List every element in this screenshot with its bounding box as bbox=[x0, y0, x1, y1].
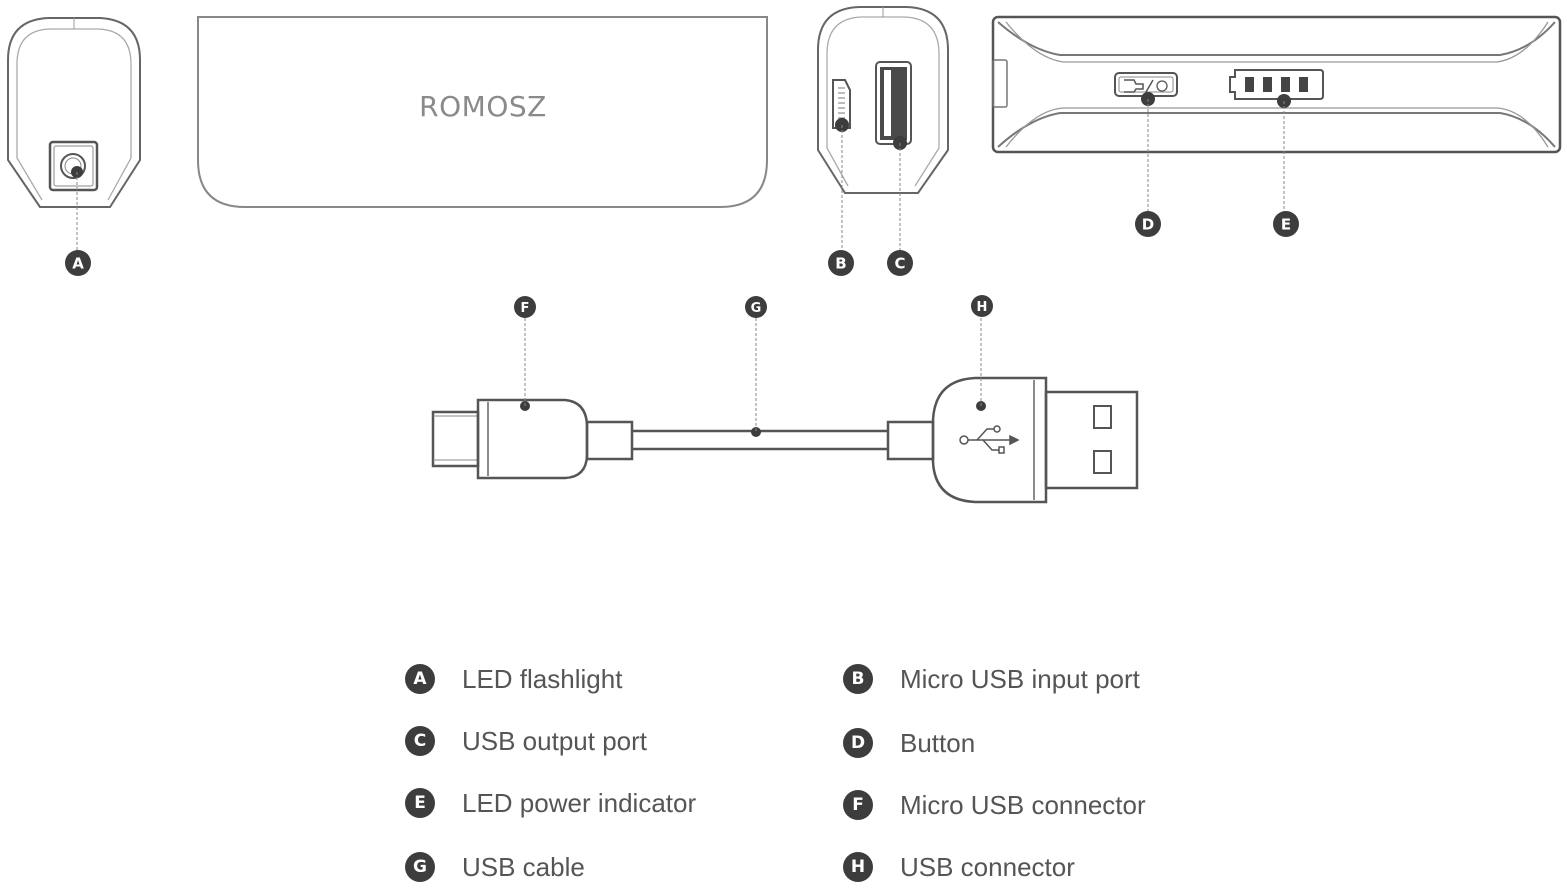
callout-g: G bbox=[745, 296, 767, 318]
callout-a: A bbox=[65, 250, 91, 276]
battery-bar bbox=[1299, 77, 1308, 92]
legend-item-e: E LED power indicator bbox=[405, 786, 696, 820]
legend-label: Button bbox=[900, 727, 976, 758]
legend-item-h: H USB connector bbox=[843, 850, 1075, 884]
svg-text:D: D bbox=[1142, 216, 1154, 234]
svg-text:B: B bbox=[835, 255, 846, 273]
legend-item-g: G USB cable bbox=[405, 850, 585, 884]
legend-badge: A bbox=[405, 664, 435, 694]
legend-badge: G bbox=[405, 852, 435, 882]
legend-label: Micro USB input port bbox=[900, 663, 1140, 694]
callout-h: H bbox=[971, 295, 993, 317]
usb-cable-view bbox=[431, 376, 1139, 504]
legend-badge: H bbox=[843, 852, 873, 882]
legend-item-f: F Micro USB connector bbox=[843, 788, 1146, 822]
legend-badge: F bbox=[843, 790, 873, 820]
callout-d: D bbox=[1135, 211, 1161, 237]
legend-item-c: C USB output port bbox=[405, 724, 647, 758]
front-panel-view bbox=[197, 16, 768, 208]
callout-c: C bbox=[887, 250, 913, 276]
svg-text:F: F bbox=[521, 301, 530, 316]
legend-item-d: D Button bbox=[843, 726, 975, 760]
svg-text:H: H bbox=[977, 300, 988, 315]
leader-lines bbox=[76, 99, 1285, 432]
callout-b: B bbox=[828, 250, 854, 276]
battery-bar bbox=[1281, 77, 1290, 92]
legend-label: USB output port bbox=[462, 725, 647, 756]
end-cap-ports-view bbox=[817, 6, 949, 194]
legend-label: USB connector bbox=[900, 851, 1075, 882]
svg-text:A: A bbox=[72, 255, 84, 273]
legend-label: LED flashlight bbox=[462, 663, 623, 694]
svg-text:C: C bbox=[894, 255, 905, 273]
svg-text:E: E bbox=[1281, 216, 1291, 234]
legend-label: USB cable bbox=[462, 851, 585, 882]
battery-indicator-icon bbox=[1229, 69, 1324, 108]
side-panel-view bbox=[991, 15, 1562, 154]
svg-text:G: G bbox=[751, 301, 762, 316]
flashlight-lens-icon bbox=[48, 140, 99, 192]
battery-bar bbox=[1263, 77, 1272, 92]
legend-item-a: A LED flashlight bbox=[405, 662, 622, 696]
micro-usb-port-icon bbox=[832, 79, 851, 129]
battery-bar bbox=[1245, 77, 1254, 92]
callout-f: F bbox=[514, 296, 536, 318]
legend-badge: B bbox=[843, 664, 873, 694]
legend-badge: E bbox=[405, 788, 435, 818]
micro-usb-plug-tip bbox=[431, 410, 480, 468]
legend-badge: C bbox=[405, 726, 435, 756]
legend-badge: D bbox=[843, 728, 873, 758]
usb-trident-icon bbox=[959, 425, 1020, 454]
callout-e: E bbox=[1273, 211, 1299, 237]
brand-logo: ROMOSZ bbox=[419, 90, 547, 123]
legend-label: Micro USB connector bbox=[900, 789, 1146, 820]
legend-label: LED power indicator bbox=[462, 787, 697, 818]
end-cap-flashlight-view bbox=[7, 17, 141, 208]
flashlight-power-icon bbox=[1114, 72, 1178, 106]
legend-item-b: B Micro USB input port bbox=[843, 662, 1140, 696]
